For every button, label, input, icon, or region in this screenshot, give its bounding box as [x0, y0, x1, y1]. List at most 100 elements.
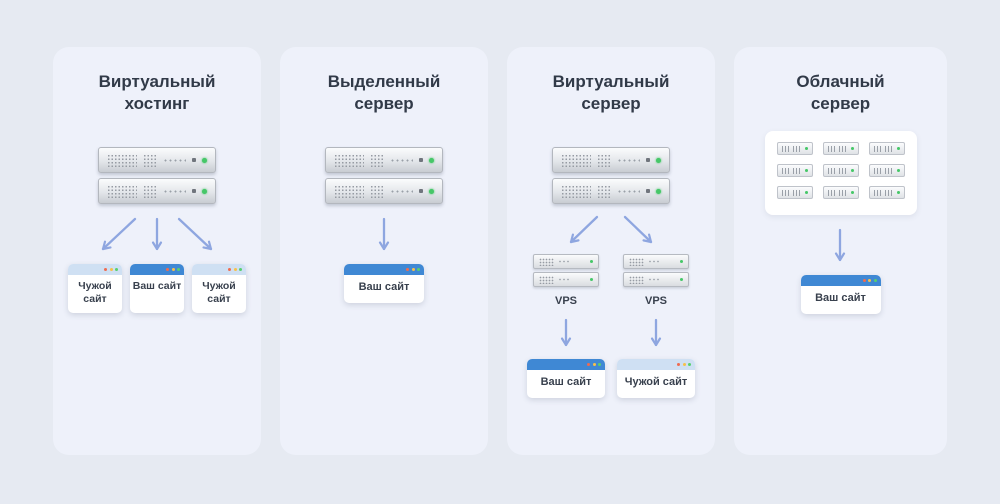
- server-vents-icon: [107, 184, 137, 198]
- card-title-line2: сервер: [354, 94, 414, 114]
- window-dot-icon: [406, 268, 409, 272]
- window-dot-icon: [598, 363, 601, 367]
- server-led-icon: [202, 188, 208, 194]
- vps-server-unit: [533, 254, 599, 270]
- window-dot-icon: [233, 268, 237, 272]
- window-dot-icon: [177, 268, 180, 272]
- server-vents-icon: [142, 153, 158, 167]
- server-led-icon: [589, 259, 593, 264]
- server-vents-icon: [334, 184, 364, 198]
- sites-row: Ваш сайт: [344, 264, 424, 303]
- window-dot-icon: [228, 268, 231, 272]
- split-arrows: [569, 216, 653, 244]
- sites-row: Чужой сайт Ваш сайт Чужой сайт: [68, 264, 246, 314]
- card-title: Выделенный сервер: [328, 71, 441, 115]
- server-vents-icon: [596, 153, 612, 167]
- vps-group: VPS: [533, 254, 599, 307]
- server-vents-icon: [839, 167, 848, 174]
- server-vents-icon: [369, 153, 385, 167]
- cloud-server-unit: [776, 142, 813, 156]
- window-dot-icon: [104, 268, 107, 272]
- window-dot-icon: [411, 268, 415, 272]
- server-vents-icon: [839, 145, 848, 152]
- site-box-other: Чужой сайт: [617, 359, 695, 398]
- server-vents-icon: [596, 184, 612, 198]
- server-vents-icon: [561, 184, 591, 198]
- server-dots-icon: [163, 188, 186, 194]
- site-box-yours: Ваш сайт: [527, 359, 605, 398]
- down-arrow: [378, 218, 390, 251]
- server-rack: [98, 147, 216, 205]
- cloud-server-unit: [822, 142, 859, 156]
- server-led-icon: [679, 259, 683, 264]
- window-dot-icon: [688, 363, 691, 367]
- server-port-icon: [418, 189, 424, 194]
- server-vents-icon: [873, 145, 883, 152]
- vps-row: VPS VPS: [533, 254, 689, 307]
- server-led-icon: [804, 191, 808, 195]
- server-led-icon: [896, 191, 900, 195]
- cloud-server-unit: [776, 164, 813, 178]
- server-led-icon: [850, 169, 854, 173]
- server-led-icon: [896, 147, 900, 151]
- server-rack: [552, 147, 670, 205]
- server-port-icon: [418, 158, 424, 163]
- server-led-icon: [589, 277, 593, 282]
- server-port-icon: [645, 158, 651, 163]
- server-led-icon: [429, 157, 435, 163]
- server-dots-icon: [558, 278, 570, 282]
- browser-bar: [344, 264, 424, 276]
- vps-server-rack: [623, 254, 689, 288]
- server-led-icon: [679, 277, 683, 282]
- server-vents-icon: [793, 145, 802, 152]
- vps-group: VPS: [623, 254, 689, 307]
- server-dots-icon: [648, 278, 660, 282]
- server-vents-icon: [107, 153, 137, 167]
- vps-server-rack: [533, 254, 599, 288]
- sites-row: Ваш сайт Чужой сайт: [527, 359, 695, 398]
- card-title-line2: хостинг: [124, 94, 190, 114]
- site-box-yours: Ваш сайт: [800, 275, 881, 314]
- server-led-icon: [850, 191, 854, 195]
- cloud-server-unit: [822, 164, 859, 178]
- browser-bar: [527, 359, 605, 371]
- window-dot-icon: [868, 279, 871, 283]
- site-label: Ваш сайт: [132, 280, 182, 293]
- card-shared-hosting: Виртуальный хостинг: [53, 47, 261, 455]
- window-dot-icon: [171, 268, 175, 272]
- window-dot-icon: [862, 279, 866, 283]
- vps-label: VPS: [554, 295, 577, 308]
- server-vents-icon: [334, 153, 364, 167]
- card-title-line1: Облачный: [796, 72, 885, 91]
- server-led-icon: [429, 188, 435, 194]
- server-port-icon: [645, 189, 651, 194]
- browser-bar: [68, 264, 122, 276]
- card-title: Виртуальный хостинг: [99, 71, 216, 115]
- server-led-icon: [656, 157, 662, 163]
- vps-label: VPS: [644, 295, 667, 308]
- site-label: Ваш сайт: [815, 292, 866, 305]
- browser-bar: [192, 264, 246, 276]
- server-unit: [325, 147, 443, 174]
- sites-row: Ваш сайт: [800, 275, 881, 314]
- window-dot-icon: [166, 268, 169, 272]
- site-box-other: Чужой сайт: [192, 264, 246, 314]
- server-vents-icon: [885, 167, 894, 174]
- card-title-line1: Выделенный: [327, 72, 441, 91]
- site-label: Чужой сайт: [78, 280, 112, 306]
- server-dots-icon: [617, 188, 640, 194]
- vps-server-unit: [623, 254, 689, 270]
- server-dots-icon: [163, 157, 186, 163]
- server-port-icon: [191, 189, 197, 194]
- vps-server-unit: [623, 272, 689, 288]
- server-vents-icon: [873, 189, 883, 196]
- server-vents-icon: [369, 184, 385, 198]
- cloud-server-unit: [868, 142, 905, 156]
- site-box-yours: Ваш сайт: [130, 264, 184, 314]
- browser-bar: [130, 264, 184, 276]
- server-led-icon: [804, 169, 808, 173]
- cloud-server-grid: [764, 131, 917, 216]
- card-title-line2: сервер: [581, 94, 641, 114]
- window-dot-icon: [682, 363, 686, 367]
- server-port-icon: [191, 158, 197, 163]
